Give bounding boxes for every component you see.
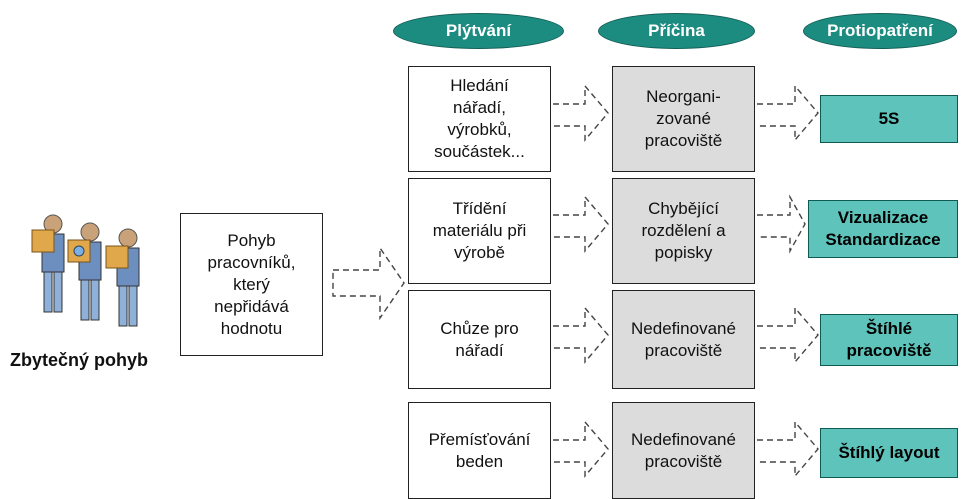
worker-figure	[105, 228, 140, 327]
flow-arrow	[553, 195, 609, 253]
flow-arrow	[332, 245, 405, 321]
header-countermeasure: Protiopatření	[803, 13, 957, 49]
worker-figure	[67, 222, 102, 321]
header-waste: Plýtvání	[393, 13, 564, 49]
waste-box: Chůze pro nářadí	[408, 290, 551, 389]
countermeasure-box: 5S	[820, 95, 958, 143]
flow-arrow	[757, 306, 819, 364]
flow-arrow	[553, 306, 609, 364]
cause-box: Nedefinované pracoviště	[612, 290, 755, 389]
waste-box: Přemísťování beden	[408, 402, 551, 499]
people-label: Zbytečný pohyb	[10, 350, 149, 370]
countermeasure-box: Štíhlé pracoviště	[820, 314, 958, 366]
countermeasure-box: Vizualizace Standardizace	[808, 200, 958, 258]
flow-arrow	[757, 84, 819, 142]
countermeasure-box: Štíhlý layout	[820, 428, 958, 478]
waste-box: Třídění materiálu při výrobě	[408, 178, 551, 284]
cause-box: Chybějící rozdělení a popisky	[612, 178, 755, 284]
description-box: Pohyb pracovníků, který nepřidává hodnot…	[180, 213, 323, 356]
worker-figure	[31, 214, 65, 313]
header-cause: Příčina	[598, 13, 755, 49]
cause-box: Neorgani- zované pracoviště	[612, 66, 755, 172]
waste-box: Hledání nářadí, výrobků, součástek...	[408, 66, 551, 172]
flow-arrow	[757, 420, 819, 478]
flow-arrow	[553, 420, 609, 478]
workers-icon	[31, 214, 140, 327]
flow-arrow	[553, 84, 609, 142]
flow-arrow	[757, 194, 806, 254]
